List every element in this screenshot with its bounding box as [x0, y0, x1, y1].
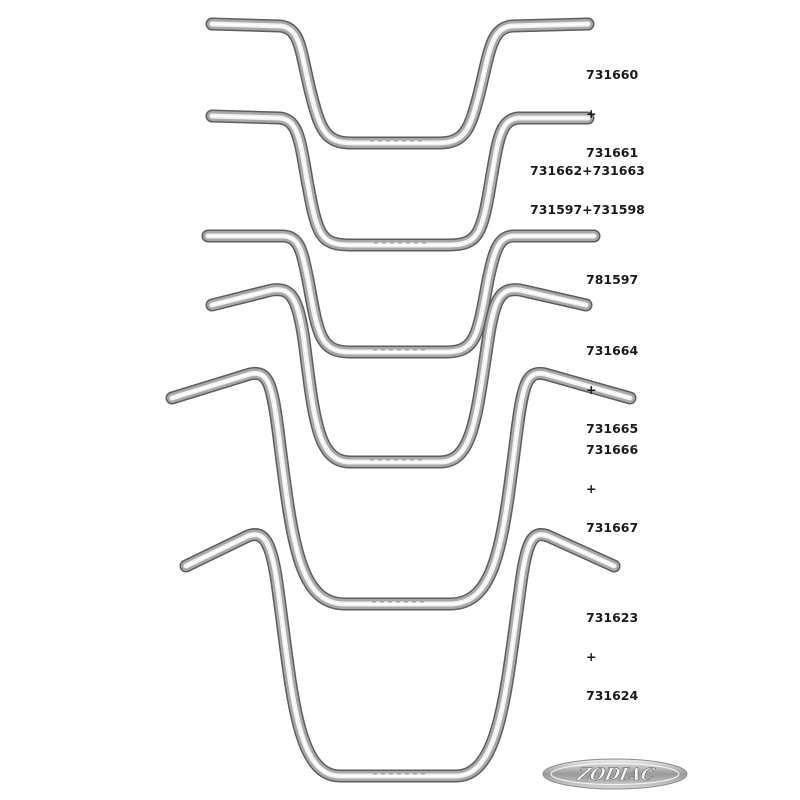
- part-number: 731666: [586, 442, 639, 457]
- handlebar-5: [165, 366, 637, 611]
- handlebar-4: [205, 283, 593, 469]
- part-number: 731661: [586, 145, 639, 160]
- part-number: 731665: [586, 421, 639, 436]
- plus-sign: +: [586, 649, 597, 664]
- part-number: 731660: [586, 67, 639, 82]
- part-number-label-4: 731664 + 731665: [586, 318, 638, 461]
- part-number: 731662+731663: [530, 163, 645, 178]
- handlebar-1: [205, 17, 595, 150]
- part-number-label-1: 731660 + 731661: [586, 42, 638, 185]
- part-number: 781597: [586, 272, 639, 287]
- part-number-label-2: 731662+731663 731597+731598: [530, 138, 645, 242]
- part-number: 731623: [586, 610, 639, 625]
- part-number: 731664: [586, 343, 639, 358]
- handlebar-6: [179, 528, 621, 783]
- part-number-label-3: 781597: [586, 247, 638, 312]
- plus-sign: +: [586, 106, 597, 121]
- plus-sign: +: [586, 382, 597, 397]
- part-number: 731624: [586, 688, 639, 703]
- zodiac-logo: ZODIAC: [542, 758, 688, 790]
- part-number: 731667: [586, 520, 639, 535]
- plus-sign: +: [586, 481, 597, 496]
- part-number-label-5: 731666 + 731667: [586, 417, 638, 560]
- handlebar-2: [205, 109, 595, 252]
- svg-text:ZODIAC: ZODIAC: [575, 765, 657, 785]
- part-number: 731597+731598: [530, 202, 645, 217]
- part-number-label-6: 731623 + 731624: [586, 585, 638, 728]
- handlebar-3: [201, 229, 601, 359]
